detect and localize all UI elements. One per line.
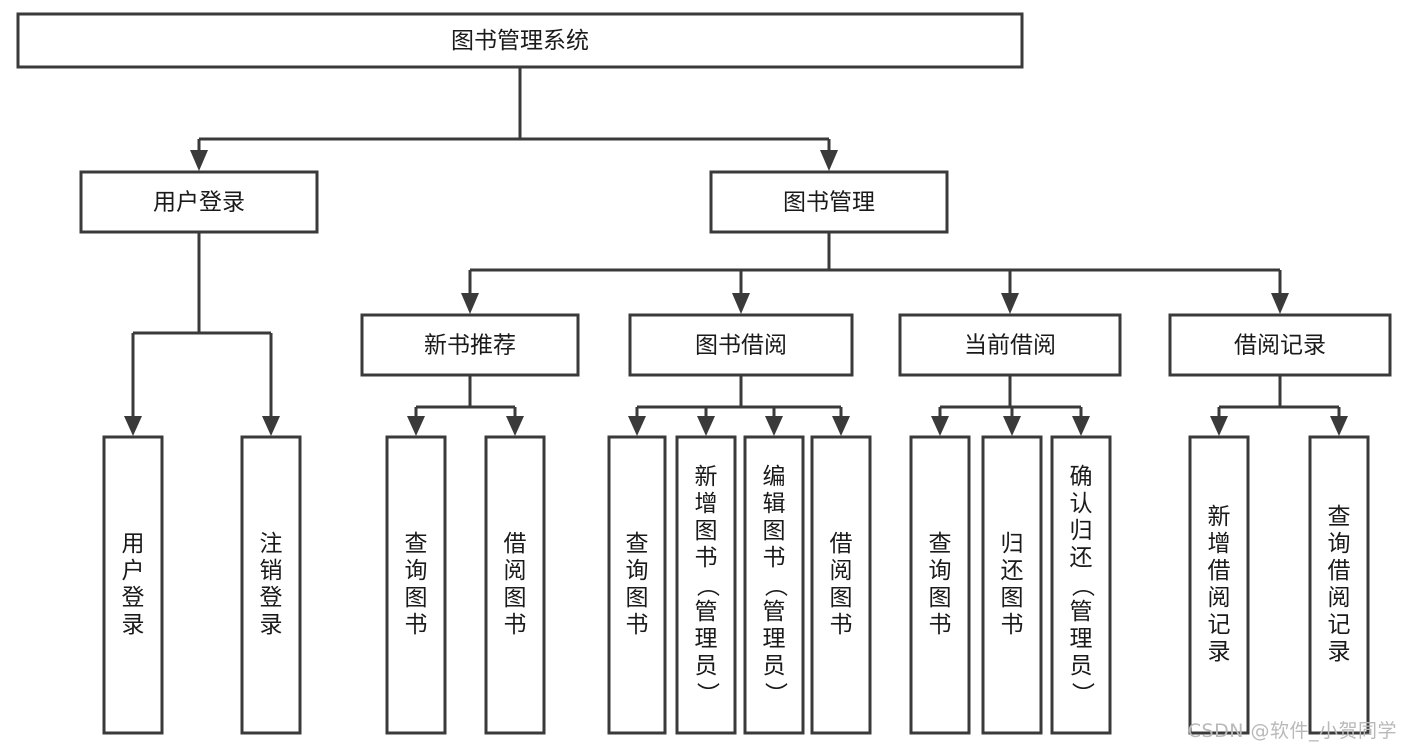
box-rect <box>607 435 667 735</box>
box-rect <box>1188 435 1250 735</box>
arrow-head-icon-leaf-4 <box>628 416 646 436</box>
arrow-head-icon-leaf-0 <box>124 416 142 436</box>
node-box-l3-0 <box>360 313 580 377</box>
arrow-head-icon-leaf-3 <box>506 416 524 436</box>
node-label-l3-2: 当前借阅 <box>964 333 1056 359</box>
node-label-l3-1: 图书借阅 <box>695 333 787 359</box>
box-rect <box>102 435 164 735</box>
arrow-head-icon-l3-3 <box>1271 293 1289 314</box>
node-box-leaf-11 <box>1188 435 1250 735</box>
watermark-text: CSDN @软件_小贺同学 <box>1187 720 1397 742</box>
arrow-head-icon-leaf-12 <box>1330 416 1348 436</box>
node-box-leaf-8 <box>909 435 971 735</box>
arrow-head-icon-leaf-2 <box>407 416 425 436</box>
arrow-head-icon-leaf-6 <box>765 416 783 436</box>
node-box-leaf-7 <box>810 435 872 735</box>
box-rect <box>628 313 854 377</box>
arrow-head-icon-leaf-10 <box>1072 416 1090 436</box>
box-rect <box>385 435 447 735</box>
arrow-head-icon-l3-1 <box>732 293 750 314</box>
node-label-root-0: 图书管理系统 <box>451 28 589 54</box>
arrow-head-icon-l3-2 <box>1001 293 1019 314</box>
node-box-leaf-4 <box>607 435 667 735</box>
node-label-l2-0: 用户登录 <box>153 190 245 216</box>
box-rect <box>743 435 805 735</box>
box-rect <box>898 313 1122 377</box>
box-rect <box>79 170 319 234</box>
node-box-l2-0 <box>79 170 319 234</box>
node-box-leaf-3 <box>484 435 546 735</box>
arrow-head-icon-leaf-8 <box>931 416 949 436</box>
box-rect <box>981 435 1043 735</box>
node-box-l3-2 <box>898 313 1122 377</box>
node-label-l3-0: 新书推荐 <box>424 333 516 359</box>
node-box-leaf-5 <box>675 435 737 735</box>
box-rect <box>240 435 302 735</box>
node-box-l3-1 <box>628 313 854 377</box>
node-box-l3-3 <box>1168 313 1392 377</box>
arrow-head-icon-l2-1 <box>820 150 838 171</box>
box-rect <box>484 435 546 735</box>
connector-layer <box>124 67 1348 436</box>
arrow-head-icon-leaf-5 <box>697 416 715 436</box>
arrow-head-icon-leaf-1 <box>262 416 280 436</box>
box-rect <box>1168 313 1392 377</box>
node-box-leaf-0 <box>102 435 164 735</box>
box-rect <box>675 435 737 735</box>
box-rect <box>810 435 872 735</box>
node-label-l2-1: 图书管理 <box>783 190 875 216</box>
node-box-leaf-2 <box>385 435 447 735</box>
node-label-l3-3: 借阅记录 <box>1234 333 1326 359</box>
node-box-leaf-9 <box>981 435 1043 735</box>
node-box-l2-1 <box>709 170 949 234</box>
arrow-head-icon-leaf-9 <box>1003 416 1021 436</box>
box-rect <box>1050 435 1112 735</box>
box-rect <box>709 170 949 234</box>
box-rect <box>1308 435 1370 735</box>
box-layer <box>16 12 1392 735</box>
node-box-leaf-6 <box>743 435 805 735</box>
arrow-head-icon-leaf-7 <box>832 416 850 436</box>
box-rect <box>909 435 971 735</box>
node-box-leaf-1 <box>240 435 302 735</box>
arrow-head-icon-l2-0 <box>190 150 208 171</box>
node-box-root-0 <box>16 12 1024 69</box>
arrow-head-icon-leaf-11 <box>1210 416 1228 436</box>
node-box-leaf-12 <box>1308 435 1370 735</box>
node-box-leaf-10 <box>1050 435 1112 735</box>
box-rect <box>16 12 1024 69</box>
box-rect <box>360 313 580 377</box>
arrow-head-icon-l3-0 <box>461 293 479 314</box>
